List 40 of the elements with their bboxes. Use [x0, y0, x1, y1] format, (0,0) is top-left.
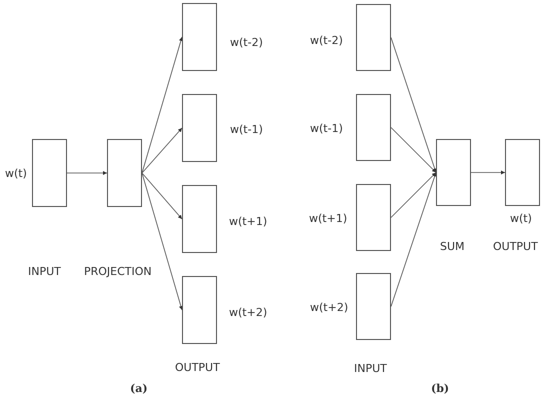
- word-label: w(t): [5, 167, 27, 180]
- arrow: [390, 127, 436, 173]
- layer-label: SUM: [440, 240, 465, 253]
- word-label: w(t+2): [229, 306, 268, 319]
- layer-label: PROJECTION: [84, 265, 152, 278]
- panel-label: (b): [431, 382, 450, 395]
- rectangle-box: [182, 3, 217, 71]
- word-label: w(t+1): [229, 215, 268, 228]
- layer-label: OUTPUT: [493, 240, 538, 253]
- arrow: [470, 170, 506, 174]
- layer-label: OUTPUT: [175, 361, 220, 374]
- word-label: w(t-1): [310, 122, 343, 135]
- word-label: w(t-2): [310, 34, 343, 47]
- rectangle-box: [32, 139, 67, 207]
- arrow: [390, 172, 436, 218]
- layer-label: INPUT: [354, 362, 387, 375]
- arrow: [142, 128, 182, 174]
- rectangle-box: [182, 276, 217, 344]
- rectangle-box: [356, 184, 391, 251]
- rectangle-box: [436, 139, 471, 206]
- arrow: [142, 172, 183, 310]
- rectangle-box: [356, 273, 391, 340]
- word-label: w(t-2): [230, 36, 263, 49]
- rectangle-box: [505, 139, 540, 206]
- arrow: [142, 36, 183, 174]
- word-label: w(t): [510, 212, 532, 225]
- word-label: w(t+1): [309, 212, 348, 225]
- rectangle-box: [107, 139, 142, 207]
- word-label: w(t-1): [230, 123, 263, 136]
- panel-label: (a): [130, 382, 148, 395]
- word-label: w(t+2): [310, 301, 348, 314]
- rectangle-box: [356, 94, 391, 161]
- rectangle-box: [182, 185, 217, 253]
- arrow: [390, 37, 437, 173]
- arrow: [66, 171, 108, 175]
- rectangle-box: [356, 4, 391, 71]
- arrow: [390, 172, 437, 307]
- rectangle-box: [182, 94, 217, 162]
- layer-label: INPUT: [28, 265, 61, 278]
- arrow: [142, 172, 182, 220]
